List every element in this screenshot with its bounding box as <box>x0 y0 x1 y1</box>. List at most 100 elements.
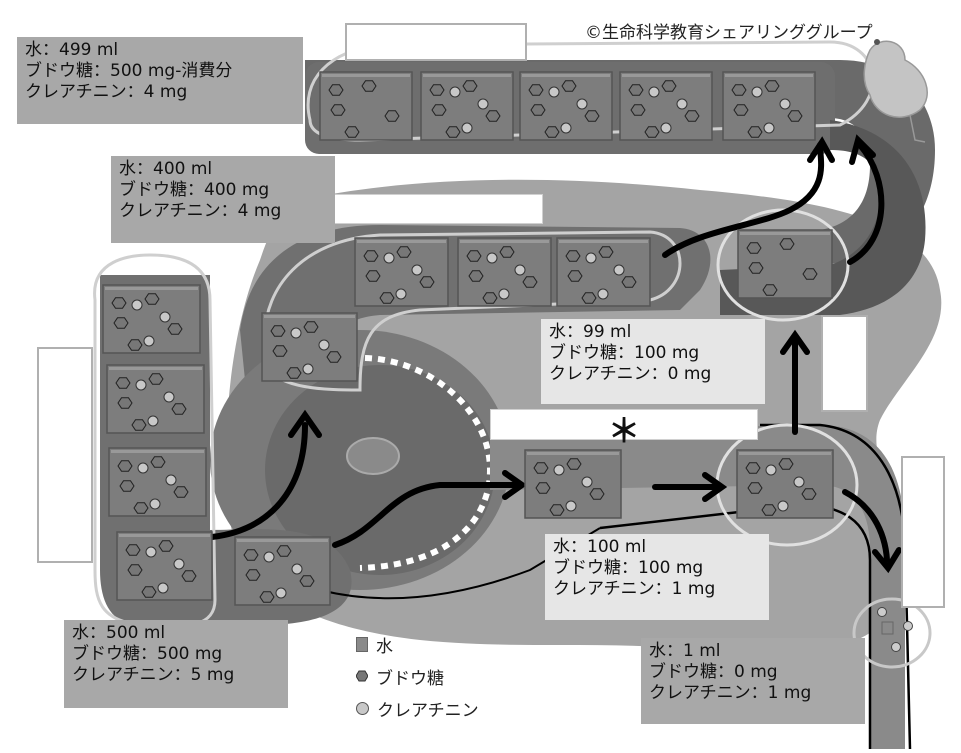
block-highlight <box>423 74 511 77</box>
glucose-hexagon <box>276 545 292 557</box>
glucose-hexagon <box>363 250 379 262</box>
label-glucose: ブドウ糖：100 mg <box>553 558 704 578</box>
glucose-hexagon <box>344 126 360 138</box>
creatinine-circle <box>560 122 572 134</box>
glucose-hexagon <box>761 504 777 516</box>
creatinine-circle <box>648 86 660 98</box>
glucose-hexagon <box>787 110 803 122</box>
label-upper-mid: 水：400 ml ブドウ糖：400 mg クレアチニン：4 mg <box>111 156 335 243</box>
nucleus <box>346 437 400 475</box>
block-highlight <box>740 232 830 235</box>
glucose-hexagon <box>589 488 605 500</box>
glucose-hexagon <box>485 110 501 122</box>
glucose-hexagon <box>259 591 275 603</box>
glucose-hexagon <box>119 480 135 492</box>
blank-box-urine <box>901 456 945 608</box>
creatinine-circle <box>383 252 395 264</box>
label-water: 水：500 ml <box>72 623 166 643</box>
legend: 水 ブドウ糖 クレアチニン <box>356 628 479 724</box>
label-creatinine: クレアチニン：4 mg <box>119 201 282 221</box>
glucose-hexagon <box>561 80 577 92</box>
creatinine-circle <box>163 391 175 403</box>
glucose-hexagon <box>764 80 780 92</box>
creatinine-circle <box>145 546 157 558</box>
label-water: 水：100 ml <box>553 537 647 557</box>
cell-blocks <box>102 71 834 606</box>
loop-right <box>720 120 926 315</box>
creatinine-circle <box>449 86 461 98</box>
label-creatinine: クレアチニン：0 mg <box>549 364 712 384</box>
glucose-hexagon <box>779 238 795 250</box>
creatinine-circle <box>553 464 565 476</box>
glucose-hexagon <box>468 270 484 282</box>
bird-sketch <box>863 39 928 143</box>
creatinine-circle <box>275 587 287 599</box>
blank-box-asterisk: ＊ <box>490 409 758 450</box>
capsule-outline <box>319 527 601 600</box>
legend-glucose: ブドウ糖 <box>356 660 479 692</box>
glucose-hexagon <box>303 321 319 333</box>
creatinine-circle <box>411 264 423 276</box>
creatinine-circle <box>779 98 791 110</box>
creatinine-circle <box>498 288 510 300</box>
glucose-hexagon <box>535 482 551 494</box>
glucose-hexagon <box>328 84 344 96</box>
glucose-hexagon <box>581 292 597 304</box>
blank-box-left <box>37 347 93 563</box>
creatinine-circle <box>676 98 688 110</box>
block-highlight <box>559 240 648 243</box>
glucose-hexagon <box>746 242 762 254</box>
creatinine-circle <box>777 500 789 512</box>
glucose-hexagon <box>549 504 565 516</box>
creatinine-circle <box>751 86 763 98</box>
hexagon-icon <box>356 670 368 682</box>
glucose-hexagon <box>384 110 400 122</box>
glucose-hexagon <box>748 262 764 274</box>
creatinine-circle <box>548 86 560 98</box>
glucose-hexagon <box>778 458 794 470</box>
glucose-hexagon <box>272 345 288 357</box>
block-highlight <box>109 367 202 370</box>
label-glucose: ブドウ糖：500 mg-消費分 <box>25 61 233 81</box>
glucose-hexagon <box>522 276 538 288</box>
glucose-hexagon <box>533 462 549 474</box>
glucose-hexagon <box>396 246 412 258</box>
creatinine-circle <box>173 558 185 570</box>
creatinine-circle <box>165 474 177 486</box>
glucose-hexagon <box>127 339 143 351</box>
creatinine-circle <box>576 98 588 110</box>
glucose-hexagon <box>499 246 515 258</box>
block-highlight <box>357 240 446 243</box>
creatinine-circle <box>763 122 775 134</box>
glucose-hexagon <box>326 351 342 363</box>
circle-icon <box>356 701 369 715</box>
glucose-hexagon <box>127 564 143 576</box>
creatinine-circle <box>291 563 303 575</box>
glucose-hexagon <box>133 502 149 514</box>
glucose-hexagon <box>431 104 447 116</box>
creatinine-circle <box>486 252 498 264</box>
glucose-hexagon <box>462 80 478 92</box>
label-water: 水：499 ml <box>25 40 119 60</box>
creatinine-circle <box>318 339 330 351</box>
creatinine-circle <box>660 122 672 134</box>
water-cube-icon <box>356 636 368 652</box>
glucose-hexagon <box>445 126 461 138</box>
glucose-hexagon <box>117 397 133 409</box>
glucose-hexagon <box>141 586 157 598</box>
label-glucose: ブドウ糖：400 mg <box>119 180 270 200</box>
glucose-hexagon <box>131 419 147 431</box>
label-filtrate: 水：100 ml ブドウ糖：100 mg クレアチニン：1 mg <box>545 534 769 620</box>
creatinine-circle <box>302 363 314 375</box>
urine-particles <box>877 607 913 652</box>
label-top-left: 水：499 ml ブドウ糖：500 mg-消費分 クレアチニン：4 mg <box>17 37 303 124</box>
glucose-hexagon <box>566 458 582 470</box>
creatinine-circle <box>143 335 155 347</box>
glucose-hexagon <box>731 84 747 96</box>
block-highlight <box>111 450 204 453</box>
glucose-hexagon <box>733 104 749 116</box>
water-particle <box>881 621 894 635</box>
glucose-hexagon <box>628 84 644 96</box>
creatinine-circle <box>613 264 625 276</box>
